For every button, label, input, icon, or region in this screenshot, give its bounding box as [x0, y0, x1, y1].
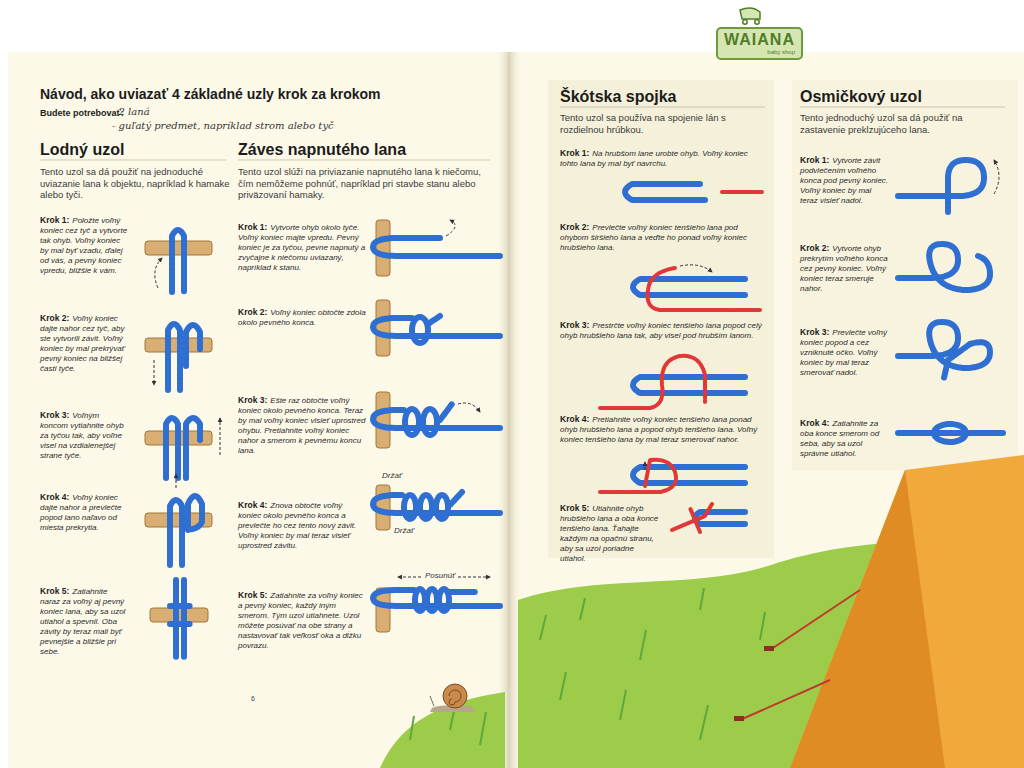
step-instruction: Krok 1:Vytvorte závit podvlečením voľnéh…	[800, 155, 890, 206]
logo-tagline: baby shop	[724, 49, 795, 56]
step-number: Krok 5:	[238, 590, 267, 600]
knot-heading: Lodný uzol	[40, 141, 230, 159]
step-number: Krok 4:	[40, 492, 69, 502]
step-instruction: Krok 3:Voľným koncom vytiahnite ohyb za …	[40, 410, 128, 461]
knot-heading: Záves napnutého lana	[238, 141, 488, 159]
step-instruction: Krok 3:Ešte raz obtočte voľný koniec oko…	[238, 395, 366, 456]
page-number: 6	[251, 695, 255, 702]
requirement-item: - 2 laná	[112, 106, 150, 117]
step-instruction: Krok 2:Voľný koniec obtočte zdola okolo …	[238, 307, 366, 328]
step-number: Krok 1:	[40, 215, 69, 225]
pages	[8, 52, 1024, 768]
step-instruction: Krok 1:Na hrubšom lane urobte ohyb. Voľn…	[560, 148, 765, 169]
step-instruction: Krok 1:Položte voľný koniec cez tyč a vy…	[40, 215, 128, 276]
step-instruction: Krok 2:Vytvorte ohyb prekrytím voľného k…	[800, 243, 890, 294]
step-instruction: Krok 5:Zatiahnite za voľný koniec a pevn…	[238, 590, 366, 651]
step-number: Krok 1:	[560, 148, 589, 158]
logo-name: WAIANA	[724, 31, 795, 49]
step-number: Krok 2:	[800, 243, 829, 253]
knot-heading: Osmičkový uzol	[800, 88, 1005, 106]
step-number: Krok 3:	[800, 327, 829, 337]
step-number: Krok 4:	[560, 414, 589, 424]
step-instruction: Krok 5:Utiahnite ohyb hrubšieho lana a o…	[560, 503, 660, 564]
step-text: Zatiahnite naraz za voľný aj pevný konie…	[40, 587, 125, 656]
meadow-and-tent	[518, 455, 1024, 768]
step-number: Krok 1:	[238, 222, 267, 232]
step-instruction: Krok 4:Voľný koniec dajte nahor a prevle…	[40, 492, 128, 533]
step-text: Prestrčte voľný koniec tenšieho lana pop…	[560, 321, 762, 340]
requirements-label: Budete potrebovať:	[40, 108, 124, 118]
step-number: Krok 2:	[238, 307, 267, 317]
shop-logo: WAIANAbaby shop	[716, 27, 803, 60]
knot-intro: Tento uzol sa používa na spojenie lán s …	[560, 112, 760, 135]
step-number: Krok 3:	[560, 320, 589, 330]
step-instruction: Krok 3:Prestrčte voľný koniec tenšieho l…	[560, 320, 765, 341]
knot-intro: Tento jednoduchý uzol sa dá použiť na za…	[800, 112, 1005, 135]
page-title: Návod, ako uviazať 4 základné uzly krok …	[40, 86, 381, 102]
step-text: Pretiahnite voľný koniec tenšieho lana p…	[560, 415, 757, 444]
hold-note: Držať	[394, 526, 414, 535]
step-number: Krok 5:	[40, 586, 69, 596]
step-instruction: Krok 3:Prevlečte voľný koniec popod a ce…	[800, 327, 890, 378]
step-number: Krok 5:	[560, 503, 589, 513]
heading-rules	[40, 107, 1005, 160]
slide-note: Posunúť	[423, 571, 457, 580]
step-instruction: Krok 4:Zatiahnite za oba konce smerom od…	[800, 418, 890, 459]
step-instruction: Krok 4:Pretiahnite voľný koniec tenšieho…	[560, 414, 770, 445]
requirement-item: - guľatý predmet, napríklad strom alebo …	[112, 120, 334, 131]
taut-line-hitch-figures	[373, 220, 500, 632]
knot-heading: Škótska spojka	[560, 88, 760, 106]
step-instruction: Krok 4:Znova obtočte voľný koniec okolo …	[238, 500, 366, 551]
step-instruction: Krok 2:Prevlečte voľný koniec tenšieho l…	[560, 222, 765, 253]
knot-intro: Tento uzol sa dá použiť na jednoduché uv…	[40, 166, 230, 201]
step-number: Krok 2:	[40, 313, 69, 323]
step-number: Krok 3:	[238, 395, 267, 405]
clove-hitch-figures	[145, 230, 220, 658]
step-number: Krok 4:	[238, 500, 267, 510]
step-number: Krok 2:	[560, 222, 589, 232]
step-instruction: Krok 5:Zatiahnite naraz za voľný aj pevn…	[40, 586, 128, 657]
logo-stroller-icon	[740, 8, 760, 24]
figure-eight-figures	[898, 160, 1003, 442]
step-number: Krok 3:	[40, 410, 69, 420]
hold-note: Držať	[382, 471, 402, 480]
meadow-and-snail	[380, 684, 505, 768]
step-number: Krok 4:	[800, 418, 829, 428]
knot-intro: Tento uzol slúži na priviazanie napnutéh…	[238, 166, 488, 201]
step-instruction: Krok 1:Vytvorte ohyb okolo tyče. Voľný k…	[238, 222, 366, 273]
step-instruction: Krok 2:Voľný koniec dajte nahor cez tyč,…	[40, 313, 128, 374]
step-number: Krok 1:	[800, 155, 829, 165]
